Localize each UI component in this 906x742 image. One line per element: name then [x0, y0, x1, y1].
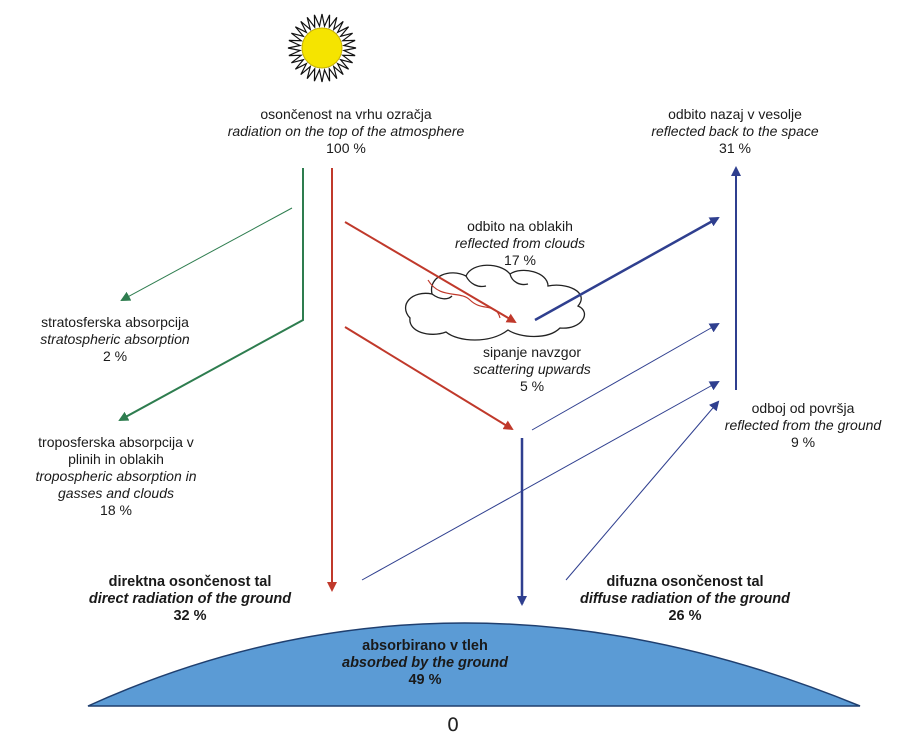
sun-icon [287, 13, 357, 83]
scatter-label: sipanje navzgor scattering upwards 5 % [442, 344, 622, 395]
space-label-sl: odbito nazaj v vesolje [668, 106, 802, 122]
clouds-label-value: 17 % [504, 252, 536, 268]
diffuse-label-value: 26 % [668, 608, 702, 624]
strato-label-sl: stratosferska absorpcija [41, 314, 189, 330]
diffuse-label: difuzna osončenost tal diffuse radiation… [550, 574, 820, 625]
diffuse-reflect-arrow [565, 400, 720, 581]
scatter-label-sl: sipanje navzgor [482, 344, 582, 360]
direct-label-sl: direktna osončenost tal [108, 574, 272, 590]
absorbed-label-value: 49 % [408, 672, 442, 688]
reflground-label-value: 9 % [790, 434, 816, 450]
direct-label-value: 32 % [173, 608, 207, 624]
cloud-swirl [427, 279, 501, 319]
top-label: osončenost na vrhu ozračja radiation on … [186, 106, 506, 157]
tropo-label-value: 18 % [100, 502, 132, 518]
page-number: 0 [446, 714, 460, 736]
absorbed-label-sl: absorbirano v tleh [362, 638, 488, 654]
strato-label-value: 2 % [102, 348, 128, 364]
direct-reflect-arrow [361, 381, 720, 581]
tropo-label-en2: gasses and clouds [58, 485, 174, 501]
space-label: odbito nazaj v vesolje reflected back to… [620, 106, 850, 157]
clouds-label: odbito na oblakih reflected from clouds … [420, 218, 620, 269]
scatter-red-arrow [344, 326, 514, 431]
scatter-label-en: scattering upwards [473, 361, 591, 377]
top-label-sl: osončenost na vrhu ozračja [260, 106, 432, 122]
reflground-label-sl: odboj od površja [751, 400, 855, 416]
green-main-line [118, 168, 304, 421]
diffuse-label-en: diffuse radiation of the ground [580, 591, 790, 607]
top-label-value: 100 % [326, 140, 366, 156]
diffuse-label-sl: difuzna osončenost tal [606, 574, 764, 590]
clouds-label-en: reflected from clouds [455, 235, 585, 251]
absorbed-label-en: absorbed by the ground [342, 655, 508, 671]
cloud-red-arrow [344, 221, 517, 324]
cloud-reflect-arrow [534, 216, 720, 322]
absorbed-label: absorbirano v tleh absorbed by the groun… [310, 638, 540, 689]
space-label-value: 31 % [719, 140, 751, 156]
clouds-label-sl: odbito na oblakih [467, 218, 573, 234]
space-label-en: reflected back to the space [651, 123, 819, 139]
direct-label: direktna osončenost tal direct radiation… [60, 574, 320, 625]
scatter-up-arrow [531, 323, 720, 431]
cloud-icon [404, 264, 585, 341]
strato-label: stratosferska absorpcija stratospheric a… [0, 314, 230, 365]
ground-dome [87, 622, 861, 707]
stratospheric-arrow [120, 207, 293, 301]
tropo-label: troposferska absorpcija v plinih in obla… [0, 434, 232, 519]
tropo-label-sl1: troposferska absorpcija v [38, 434, 194, 450]
reflground-label: odboj od površja reflected from the grou… [700, 400, 906, 451]
sun-disk [301, 27, 343, 69]
strato-label-en: stratospheric absorption [40, 331, 190, 347]
direct-label-en: direct radiation of the ground [88, 591, 292, 607]
scatter-label-value: 5 % [519, 378, 545, 394]
top-label-en: radiation on the top of the atmosphere [227, 123, 465, 139]
tropo-label-sl2: plinih in oblakih [68, 451, 164, 467]
tropo-label-en1: tropospheric absorption in [35, 468, 197, 484]
reflground-label-en: reflected from the ground [724, 417, 882, 433]
